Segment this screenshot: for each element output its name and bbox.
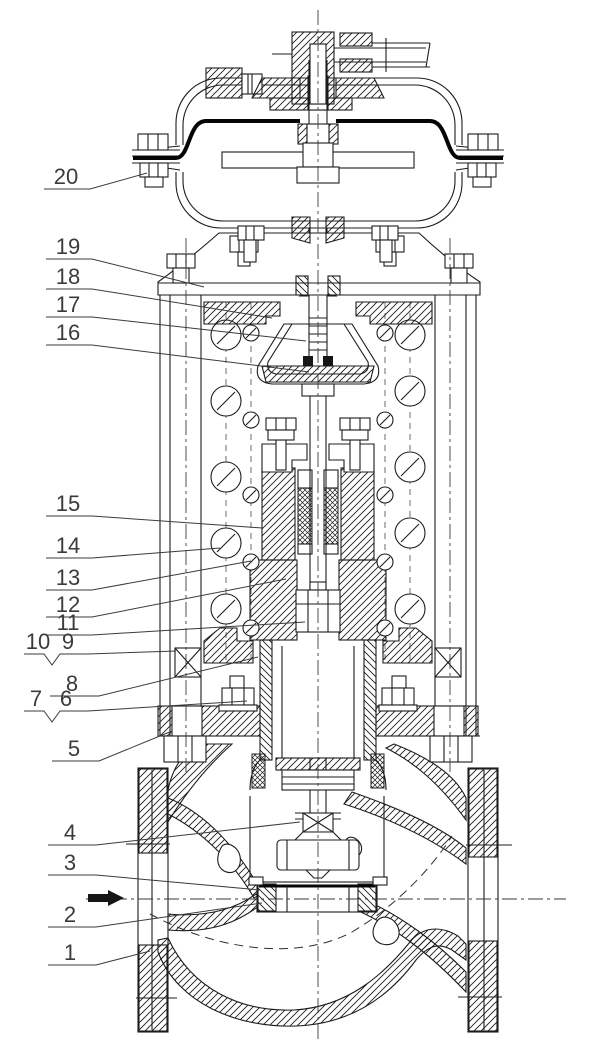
leader-line — [48, 902, 263, 928]
leader-line — [46, 344, 310, 373]
stuffing-box-wall — [261, 467, 296, 561]
leader-line — [52, 730, 173, 762]
callouts: 20 19 18 17 16 15 14 13 — [24, 164, 310, 966]
leader-line — [46, 515, 263, 529]
yoke-bridge-arm — [203, 627, 254, 664]
leader-line — [24, 650, 177, 666]
callout-label: 10 — [26, 629, 50, 654]
callout-18: 18 — [46, 264, 273, 319]
body-bottom-shell — [157, 928, 467, 1027]
callout-label: 3 — [64, 850, 76, 875]
callout-13: 13 — [46, 560, 252, 591]
callout-label: 16 — [56, 320, 80, 345]
leader-line — [46, 547, 221, 559]
callout-label: 15 — [56, 491, 80, 516]
hidden-passage-contour — [149, 835, 453, 950]
actuator-springs — [210, 319, 426, 637]
leader-line — [44, 172, 148, 190]
callout-20: 20 — [44, 164, 148, 190]
leader-line — [50, 656, 259, 697]
bonnet-neck — [259, 639, 273, 761]
valve-body — [126, 743, 512, 1033]
body-core-hole-right — [372, 916, 400, 946]
callout-label: 5 — [68, 736, 80, 761]
callout-label: 13 — [56, 565, 80, 590]
callout-label: 19 — [56, 234, 80, 259]
leader-line — [48, 874, 261, 891]
actuator-support-bracket — [157, 232, 481, 296]
callout-label: 4 — [64, 820, 76, 845]
leader-line — [46, 288, 273, 319]
callout-label: 9 — [62, 629, 74, 654]
flow-direction-arrow — [88, 890, 124, 906]
callout-7-6: 7 6 — [24, 686, 248, 723]
callout-label: 14 — [56, 533, 80, 558]
leader-line — [46, 621, 306, 636]
callout-label: 6 — [60, 686, 72, 711]
callout-label: 2 — [64, 902, 76, 927]
yoke — [159, 294, 477, 736]
leader-line — [46, 578, 287, 618]
callout-10-9: 10 9 — [24, 629, 177, 666]
callout-1: 1 — [48, 940, 151, 966]
leader-line — [24, 700, 248, 723]
leader-line — [46, 560, 252, 591]
callout-label: 17 — [56, 292, 80, 317]
callout-label: 18 — [56, 264, 80, 289]
callout-8: 8 — [50, 656, 259, 697]
callout-4: 4 — [48, 820, 301, 846]
callout-11: 11 — [46, 610, 306, 636]
callout-16: 16 — [46, 320, 310, 373]
callout-label: 20 — [54, 164, 78, 189]
vent-plug — [205, 67, 243, 99]
callout-label: 1 — [64, 940, 76, 965]
callout-12: 12 — [46, 578, 287, 618]
bonnet-flange-assembly — [157, 639, 480, 791]
callout-label: 11 — [57, 610, 80, 635]
callout-14: 14 — [46, 533, 221, 559]
centerlines — [86, 10, 566, 1040]
callout-label: 12 — [56, 592, 80, 617]
air-supply-pipe — [272, 38, 431, 72]
callout-15: 15 — [46, 491, 263, 529]
diaphragm — [133, 119, 300, 160]
leader-line — [46, 316, 307, 342]
callout-3: 3 — [48, 850, 261, 891]
leader-line — [48, 821, 301, 846]
callout-5: 5 — [52, 730, 173, 762]
leader-line — [46, 258, 205, 288]
callout-label: 7 — [30, 686, 42, 711]
leader-line — [48, 950, 151, 966]
outlet-upper-wall — [343, 791, 467, 866]
callout-19: 19 — [46, 234, 205, 288]
inlet-lower-wall — [167, 893, 265, 932]
callout-label: 8 — [66, 671, 78, 696]
body-core-hole-left — [217, 843, 241, 874]
body-neck-shoulder-right — [384, 743, 467, 822]
callout-2: 2 — [48, 902, 263, 928]
callout-17: 17 — [46, 292, 307, 342]
